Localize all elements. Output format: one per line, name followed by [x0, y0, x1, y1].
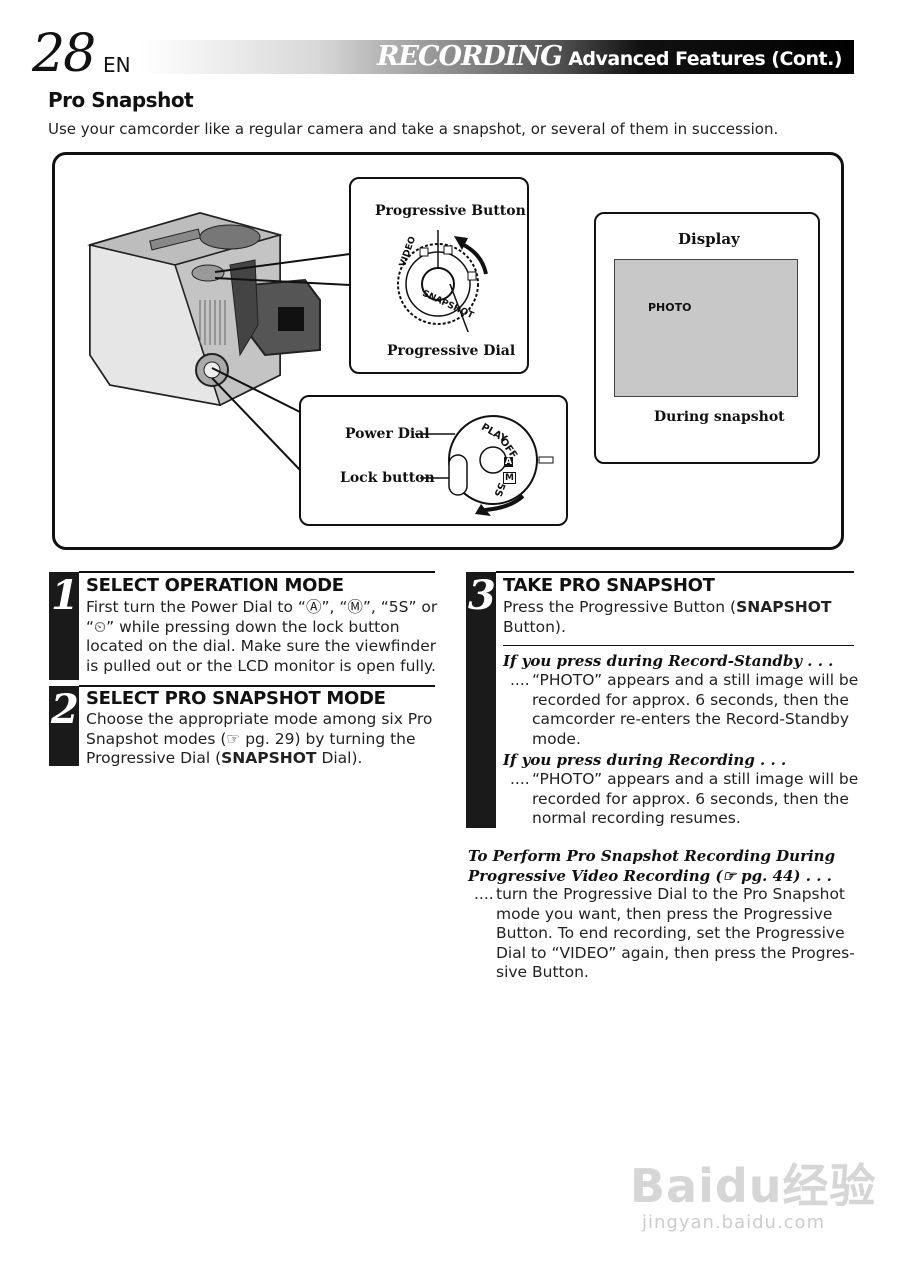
step-2-heading: SELECT PRO SNAPSHOT MODE — [86, 688, 386, 709]
step-3-rule — [496, 571, 854, 573]
step-1-number: 1 — [51, 572, 79, 619]
step-1-number-tab: 1 — [49, 572, 79, 680]
power-mark-a: A — [504, 457, 513, 467]
progressive-video-note-heading: To Perform Pro Snapshot Recording During… — [468, 847, 836, 885]
step-1-rule — [79, 571, 435, 573]
step-1-line: First turn the Power Dial to “Ⓐ”, “Ⓜ”, “… — [86, 598, 438, 616]
step-1-body: First turn the Power Dial to “Ⓐ”, “Ⓜ”, “… — [86, 598, 437, 676]
progressive-button-label: Progressive Button — [375, 203, 526, 219]
step-2-line: Snapshot modes (☞ pg. 29) by turning the — [86, 729, 416, 748]
header-section: RECORDING — [376, 41, 563, 72]
step-3-heading: TAKE PRO SNAPSHOT — [503, 575, 715, 596]
progressive-dial-icon — [397, 230, 488, 332]
step-2-line: Choose the appropriate mode among six Pr… — [86, 710, 433, 728]
display-photo-indicator: PHOTO — [648, 301, 692, 314]
step-2-body: Choose the appropriate mode among six Pr… — [86, 710, 432, 769]
step-2-number-tab: 2 — [49, 686, 79, 766]
illustration-frame — [52, 152, 844, 550]
lock-button-label: Lock button — [340, 470, 435, 486]
case-recording-heading: If you press during Recording . . . — [503, 751, 787, 769]
watermark-logo: Baidu经验 — [630, 1159, 877, 1213]
step-2-line: Progressive Dial (SNAPSHOT Dial). — [86, 749, 363, 767]
step-3-body: Press the Progressive Button (SNAPSHOT B… — [503, 598, 832, 636]
intro-text: Use your camcorder like a regular camera… — [48, 120, 779, 138]
snapshot-dial-name: SNAPSHOT — [221, 749, 317, 767]
step-3-divider — [503, 645, 854, 646]
case-recording-note: .... “PHOTO” appears and a still image w… — [510, 770, 859, 827]
step-1-line: is pulled out or the LCD monitor is open… — [86, 656, 436, 675]
progressive-dial-label: Progressive Dial — [387, 343, 516, 359]
progressive-video-note: .... turn the Progressive Dial to the Pr… — [474, 885, 855, 981]
step-3-number: 3 — [468, 572, 496, 619]
snapshot-button-name: SNAPSHOT — [736, 598, 832, 616]
case-record-standby-heading: If you press during Record-Standby . . . — [503, 652, 834, 670]
display-caption: During snapshot — [654, 409, 785, 425]
camcorder-illustration — [87, 211, 321, 407]
page-number: 28 — [32, 24, 96, 84]
step-1-heading: SELECT OPERATION MODE — [86, 575, 344, 596]
watermark-url: jingyan.baidu.com — [642, 1212, 826, 1233]
step-2-rule — [79, 685, 435, 687]
header-subsection: Advanced Features (Cont.) — [568, 48, 842, 70]
display-title: Display — [678, 230, 740, 248]
case-record-standby-note: .... “PHOTO” appears and a still image w… — [510, 671, 859, 748]
step-2-number: 2 — [51, 686, 79, 733]
language-code: EN — [103, 53, 131, 77]
step-1-line: located on the dial. Make sure the viewf… — [86, 637, 437, 655]
power-dial-label: Power Dial — [345, 426, 430, 442]
step-3-number-tab: 3 — [466, 572, 496, 828]
section-title: Pro Snapshot — [48, 88, 194, 112]
step-1-line: “⏲” while pressing down the lock button — [86, 617, 400, 636]
callout-leader-lines — [211, 253, 351, 471]
power-mark-m: M — [503, 472, 516, 484]
display-screen — [614, 259, 798, 397]
